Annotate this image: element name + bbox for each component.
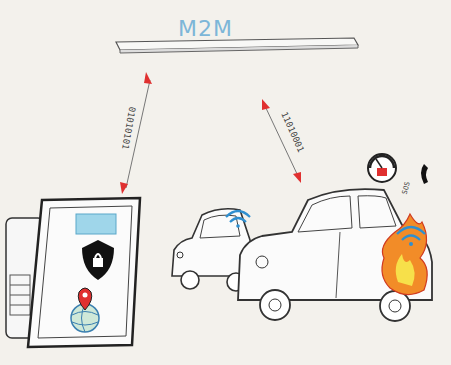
gauge-needle bbox=[376, 159, 382, 168]
headlight bbox=[177, 252, 183, 258]
wifi-dot bbox=[409, 242, 413, 246]
data-arrow bbox=[120, 72, 152, 194]
wifi-symbol bbox=[226, 211, 250, 228]
hub bbox=[269, 299, 281, 311]
shield-icon bbox=[82, 240, 114, 280]
keypad-line bbox=[10, 285, 30, 286]
location-pin bbox=[78, 288, 92, 310]
large-car bbox=[238, 189, 432, 321]
sos-text: SOS bbox=[400, 181, 411, 195]
fire-symbol bbox=[382, 214, 427, 295]
hub bbox=[389, 300, 401, 312]
platform-slab: M2M bbox=[112, 12, 360, 56]
phone-handset bbox=[421, 164, 428, 184]
lock-icon bbox=[377, 168, 387, 176]
car-window bbox=[358, 196, 396, 228]
wheel bbox=[380, 291, 410, 321]
wheel bbox=[260, 290, 290, 320]
arrow-head bbox=[293, 172, 301, 183]
car-body bbox=[238, 189, 432, 300]
fire-core bbox=[396, 254, 415, 286]
wheel bbox=[181, 271, 199, 289]
binary-data: 01010101 bbox=[119, 106, 136, 150]
speedometer-symbol bbox=[368, 154, 396, 182]
arrow-head bbox=[120, 182, 128, 194]
keypad-line bbox=[10, 305, 30, 306]
car-window bbox=[298, 196, 352, 232]
wifi-arc bbox=[397, 227, 425, 234]
phone-keypad bbox=[10, 275, 30, 315]
pin-dot bbox=[83, 293, 88, 298]
wifi-arc bbox=[226, 211, 250, 217]
slab-outline bbox=[112, 12, 360, 56]
wifi-symbol bbox=[397, 227, 425, 246]
wifi-arc bbox=[402, 236, 420, 241]
arrow-head bbox=[144, 72, 152, 84]
binary-data: 11010001 bbox=[279, 110, 306, 154]
wifi-dot bbox=[236, 224, 240, 228]
headlight bbox=[256, 256, 268, 268]
gauge-dial bbox=[368, 154, 396, 182]
tablet-screen bbox=[38, 206, 132, 338]
lock-shackle bbox=[95, 254, 101, 258]
lock-icon bbox=[93, 258, 103, 267]
keypad-line bbox=[10, 295, 30, 296]
wifi-arc bbox=[230, 218, 246, 222]
battery-icon bbox=[76, 214, 116, 234]
arrow-head bbox=[262, 99, 270, 110]
platform-title: M2M bbox=[178, 16, 233, 41]
slab-edge bbox=[120, 45, 358, 53]
door-line bbox=[336, 232, 340, 298]
tablet-symbol bbox=[28, 198, 140, 347]
tablet-body bbox=[28, 198, 140, 347]
gauge-arc bbox=[370, 156, 394, 168]
